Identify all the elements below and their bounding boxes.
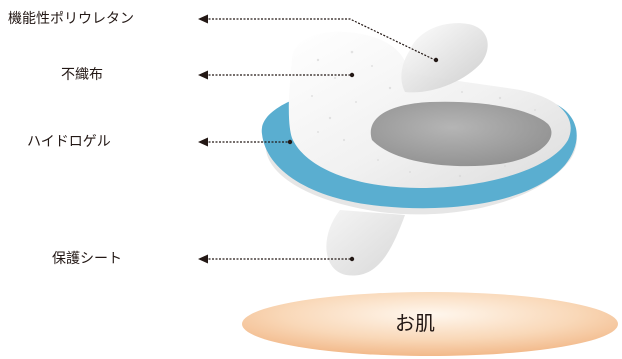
leader-lines <box>205 18 436 260</box>
label-nonwoven-fabric: 不織布 <box>61 67 103 83</box>
label-protective-sheet: 保護シート <box>52 251 122 267</box>
patch-opening-shape <box>370 101 552 167</box>
arrowheads <box>198 14 208 264</box>
leader-line-polyurethane <box>205 18 436 61</box>
arrowhead-protective-sheet <box>198 254 208 264</box>
arrowhead-hydrogel <box>198 137 208 147</box>
nonwoven-texture <box>311 50 550 178</box>
polyurethane-shape <box>401 23 488 93</box>
label-functional-polyurethane: 機能性ポリウレタン <box>8 11 134 27</box>
arrowhead-nonwoven <box>198 70 208 80</box>
arrowhead-polyurethane <box>198 14 208 24</box>
label-hydrogel: ハイドロゲル <box>27 134 111 150</box>
protective-sheet-shape <box>326 210 405 276</box>
leader-dots <box>287 57 439 262</box>
label-skin: お肌 <box>395 311 435 335</box>
skin-shape <box>242 292 618 356</box>
